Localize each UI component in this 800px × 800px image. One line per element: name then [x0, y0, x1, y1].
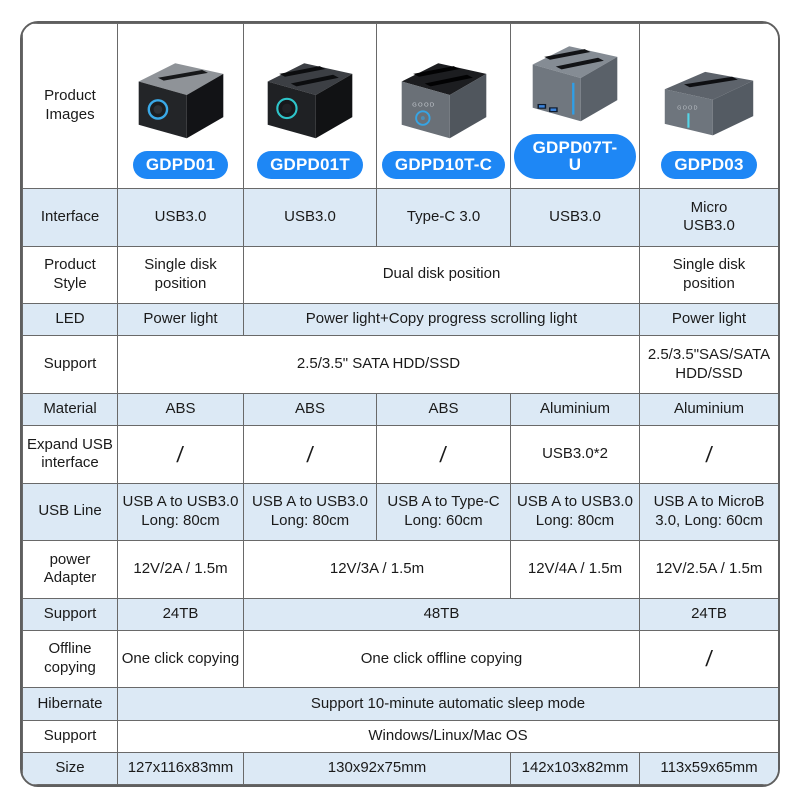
model-badge-gdpd10t-c: GDPD10T-C	[381, 151, 506, 179]
cell-usb-line-6-col0: USB A to USB3.0 Long: 80cm	[117, 482, 244, 542]
cell-expand-usb-interface-5-col4: /	[639, 425, 778, 484]
product-cell-gdpd07t-u: GDPD07T-U	[510, 23, 640, 189]
product-image-gdpd01t	[247, 43, 373, 147]
cell-material-4-col3: Aluminium	[510, 392, 640, 427]
model-badge-gdpd07t-u: GDPD07T-U	[514, 134, 636, 179]
cell-size-12-col0: 127x116x83mm	[117, 751, 244, 785]
cell-usb-line-6-col2: USB A to Type-C Long: 60cm	[376, 482, 511, 542]
spec-row-expand-usb-interface-5: Expand USB interface///USB3.0*2/	[22, 425, 778, 484]
svg-text:GOOD: GOOD	[412, 103, 435, 109]
cell-support-8-col1: 48TB	[243, 597, 640, 631]
product-cell-gdpd10t-c: GOOD GDPD10T-C	[376, 23, 511, 189]
model-badge-gdpd01t: GDPD01T	[257, 151, 363, 179]
cell-expand-usb-interface-5-col2: /	[376, 425, 511, 484]
cell-size-12-col3: 113x59x65mm	[639, 751, 778, 785]
product-image-gdpd03: GOOD	[643, 43, 775, 147]
dock-illustration-gdpd01	[138, 63, 223, 139]
cell-interface-0-col4: Micro USB3.0	[639, 188, 778, 247]
model-badge-gdpd03: GDPD03	[661, 151, 757, 179]
dock-illustration-gdpd03: GOOD	[664, 71, 754, 136]
cell-size-12-col2: 142x103x82mm	[510, 751, 640, 785]
cell-interface-0-col3: USB3.0	[510, 188, 640, 247]
product-image-gdpd10t-c: GOOD	[380, 43, 507, 147]
cell-offline-copying-9-col0: One click copying	[117, 629, 244, 689]
cell-material-4-col4: Aluminium	[639, 392, 778, 427]
row-label-power-adapter-7: power Adapter	[22, 540, 118, 599]
dock-illustration-gdpd01t	[267, 63, 353, 139]
cell-material-4-col0: ABS	[117, 392, 244, 427]
cell-expand-usb-interface-5-col0: /	[117, 425, 244, 484]
row-label-hibernate-10: Hibernate	[22, 687, 118, 721]
product-cell-gdpd01t: GDPD01T	[243, 23, 377, 189]
product-cell-gdpd03: GOOD GDPD03	[639, 23, 778, 189]
row-label-expand-usb-interface-5: Expand USB interface	[22, 425, 118, 484]
product-images-row: Product Images GDPD01 GDPD01T GOOD	[22, 23, 778, 189]
row-label-support-11: Support	[22, 719, 118, 753]
dock-illustration-gdpd07t-u	[532, 46, 618, 122]
row-label-size-12: Size	[22, 751, 118, 785]
model-badge-gdpd01: GDPD01	[132, 151, 229, 179]
cell-led-2-col0: Power light	[117, 303, 244, 337]
cell-power-adapter-7-col1: 12V/3A / 1.5m	[243, 540, 511, 599]
product-cell-gdpd01: GDPD01	[117, 23, 244, 189]
cell-interface-0-col1: USB3.0	[243, 188, 377, 247]
cell-usb-line-6-col1: USB A to USB3.0 Long: 80cm	[243, 482, 377, 542]
cell-material-4-col2: ABS	[376, 392, 511, 427]
comparison-table: Product Images GDPD01 GDPD01T GOOD	[22, 23, 778, 785]
cell-product-style-1-col0: Single disk position	[117, 245, 244, 305]
cell-product-style-1-col1: Dual disk position	[243, 245, 640, 305]
cell-led-2-col2: Power light	[639, 303, 778, 337]
row-label-interface-0: Interface	[22, 188, 118, 247]
row-label-offline-copying-9: Offline copying	[22, 629, 118, 689]
cell-usb-line-6-col4: USB A to MicroB 3.0, Long: 60cm	[639, 482, 778, 542]
cell-interface-0-col0: USB3.0	[117, 188, 244, 247]
dock-illustration-gdpd10t-c: GOOD	[401, 63, 486, 139]
cell-led-2-col1: Power light+Copy progress scrolling ligh…	[243, 303, 640, 337]
cell-size-12-col1: 130x92x75mm	[243, 751, 511, 785]
row-label-usb-line-6: USB Line	[22, 482, 118, 542]
cell-interface-0-col2: Type-C 3.0	[376, 188, 511, 247]
cell-support-3-col1: 2.5/3.5"SAS/SATA HDD/SSD	[639, 335, 778, 394]
cell-material-4-col1: ABS	[243, 392, 377, 427]
row-label-product-images: Product Images	[22, 23, 118, 189]
cell-power-adapter-7-col2: 12V/4A / 1.5m	[510, 540, 640, 599]
cell-support-8-col2: 24TB	[639, 597, 778, 631]
product-image-gdpd01	[121, 43, 240, 147]
row-label-support-3: Support	[22, 335, 118, 394]
cell-expand-usb-interface-5-col3: USB3.0*2	[510, 425, 640, 484]
cell-product-style-1-col2: Single disk position	[639, 245, 778, 305]
row-label-material-4: Material	[22, 392, 118, 427]
cell-offline-copying-9-col2: /	[639, 629, 778, 689]
cell-expand-usb-interface-5-col1: /	[243, 425, 377, 484]
cell-power-adapter-7-col3: 12V/2.5A / 1.5m	[639, 540, 778, 599]
row-label-support-8: Support	[22, 597, 118, 631]
row-label-product-style-1: Product Style	[22, 245, 118, 305]
cell-support-3-col0: 2.5/3.5" SATA HDD/SSD	[117, 335, 640, 394]
product-image-gdpd07t-u	[514, 26, 636, 130]
cell-offline-copying-9-col1: One click offline copying	[243, 629, 640, 689]
row-label-led-2: LED	[22, 303, 118, 337]
cell-support-11-col0: Windows/Linux/Mac OS	[117, 719, 778, 753]
cell-hibernate-10-col0: Support 10-minute automatic sleep mode	[117, 687, 778, 721]
svg-text:GOOD: GOOD	[677, 105, 698, 111]
cell-support-8-col0: 24TB	[117, 597, 244, 631]
comparison-table-container: Product Images GDPD01 GDPD01T GOOD	[20, 21, 780, 787]
cell-usb-line-6-col3: USB A to USB3.0 Long: 80cm	[510, 482, 640, 542]
cell-power-adapter-7-col0: 12V/2A / 1.5m	[117, 540, 244, 599]
